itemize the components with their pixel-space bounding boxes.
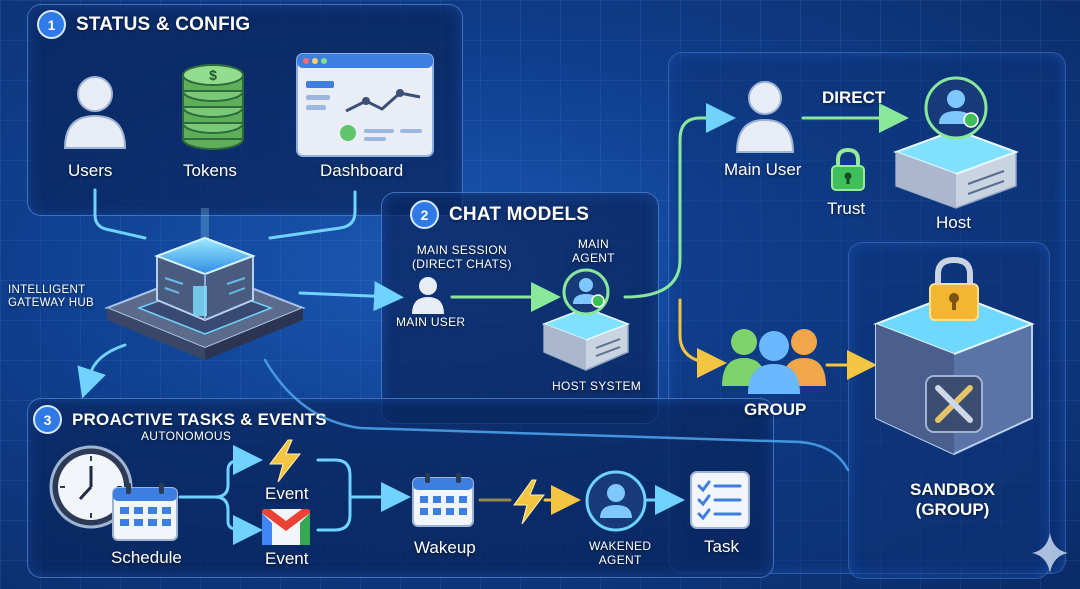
tokens-label: Tokens <box>183 161 237 180</box>
chat-models-header: 2 CHAT MODELS <box>410 200 589 229</box>
section-number-badge: 2 <box>410 200 439 229</box>
section-title: PROACTIVE TASKS & EVENTS <box>72 409 327 429</box>
host-label: Host <box>936 213 971 232</box>
wakeup-lightning-icon <box>512 479 546 525</box>
task-label: Task <box>704 537 739 556</box>
dashboard-label: Dashboard <box>320 161 404 180</box>
dashboard-icon <box>296 53 434 157</box>
wakeup-label: Wakeup <box>414 538 476 557</box>
section-number-badge: 3 <box>33 405 62 434</box>
agent-host-icon <box>540 268 632 374</box>
sparkle-icon <box>1032 533 1068 573</box>
group-icon <box>722 320 826 394</box>
main-user-label: MAIN USER <box>396 315 466 329</box>
event-top-label: Event <box>265 484 309 503</box>
autonomous-subtitle: AUTONOMOUS <box>141 429 232 443</box>
section-number-badge: 1 <box>37 10 66 39</box>
users-label: Users <box>68 161 113 180</box>
main-session-label: MAIN SESSION (DIRECT CHATS) <box>412 243 512 271</box>
lightning-event-icon <box>268 439 302 483</box>
routing-main-user-label: Main User <box>724 160 802 179</box>
schedule-label: Schedule <box>111 548 182 567</box>
gmail-event-icon <box>261 508 311 546</box>
gateway-hub-icon <box>103 208 308 363</box>
proactive-header: 3 PROACTIVE TASKS & EVENTS <box>33 405 327 434</box>
group-label: GROUP <box>744 400 807 419</box>
event-bottom-label: Event <box>265 549 309 568</box>
wakened-agent-label: WAKENED AGENT <box>589 539 652 567</box>
host-server-icon <box>892 76 1020 209</box>
status-config-header: 1 STATUS & CONFIG <box>37 10 250 39</box>
main-user-icon <box>410 274 446 314</box>
wakeup-calendar-icon <box>412 472 474 528</box>
sandbox-icon <box>872 256 1036 458</box>
direct-label: DIRECT <box>822 88 886 107</box>
main-agent-label: MAIN AGENT <box>572 237 615 265</box>
hub-label: INTELLIGENT GATEWAY HUB <box>8 284 94 310</box>
task-checklist-icon <box>690 471 750 529</box>
trust-label: Trust <box>827 199 866 218</box>
host-system-label: HOST SYSTEM <box>552 379 642 393</box>
routing-main-user-icon <box>733 78 797 154</box>
trust-lock-icon <box>829 147 867 192</box>
users-icon <box>60 70 130 150</box>
tokens-icon: $ <box>180 64 246 151</box>
svg-text:$: $ <box>209 67 217 83</box>
section-title: CHAT MODELS <box>449 203 590 225</box>
calendar-icon <box>112 482 178 542</box>
wakened-agent-icon <box>585 470 647 532</box>
section-title: STATUS & CONFIG <box>76 13 251 35</box>
sandbox-label: SANDBOX (GROUP) <box>910 480 996 519</box>
